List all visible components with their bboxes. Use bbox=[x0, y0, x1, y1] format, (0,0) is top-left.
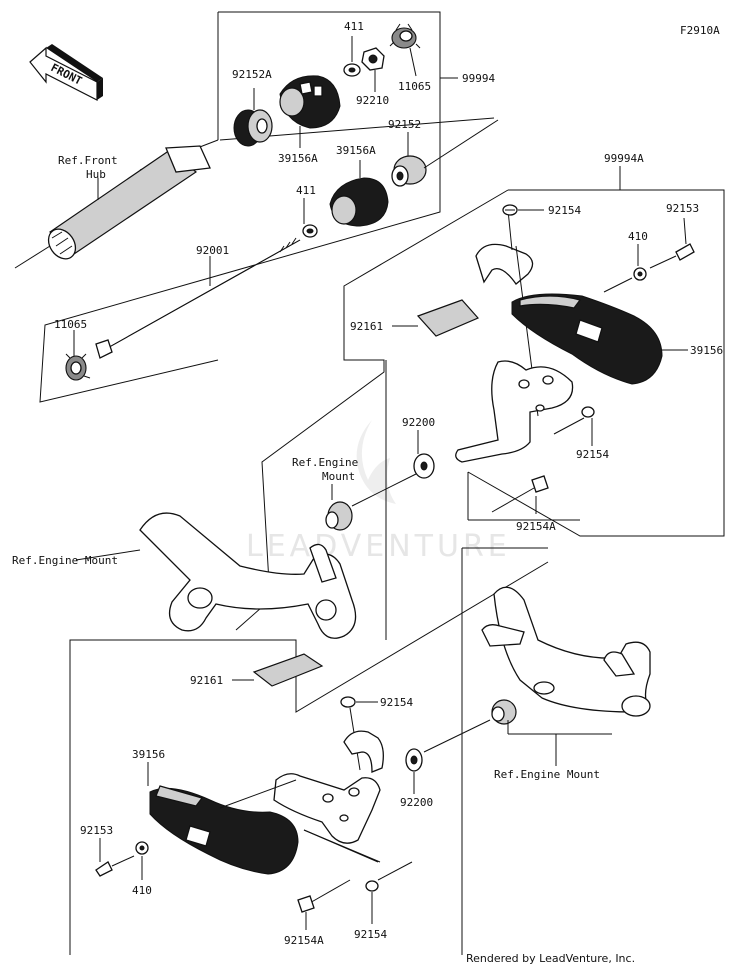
bolt-92154A-lower bbox=[297, 829, 381, 930]
decal-92161-lower bbox=[232, 653, 324, 687]
screw-92154-bottom bbox=[365, 861, 413, 924]
decal-92161-upper bbox=[392, 299, 480, 337]
label-39156-left: 39156 bbox=[132, 748, 165, 761]
label-92210: 92210 bbox=[356, 94, 389, 107]
label-92154-mid: 92154 bbox=[576, 448, 609, 461]
label-99994A: 99994A bbox=[604, 152, 644, 165]
engine-mount-frame-left bbox=[75, 512, 357, 639]
label-ref-front-hub-2: Hub bbox=[86, 168, 106, 181]
label-92154A-lower: 92154A bbox=[284, 934, 324, 947]
label-11065-left: 11065 bbox=[54, 318, 87, 331]
front-hub-axle bbox=[14, 117, 495, 269]
label-92161-upper: 92161 bbox=[350, 320, 383, 333]
mounting-plate-lower bbox=[273, 773, 381, 844]
guard-39156-right bbox=[511, 293, 688, 385]
label-92001: 92001 bbox=[196, 244, 229, 257]
label-11065-top: 11065 bbox=[398, 80, 431, 93]
bolt-92001 bbox=[95, 237, 301, 359]
credit-text: Rendered by LeadVenture, Inc. bbox=[466, 952, 635, 965]
washer-411-mid bbox=[302, 198, 318, 238]
label-ref-engine-mount-lower: Ref.Engine Mount bbox=[494, 768, 600, 781]
part-labels: 411 11065 92210 92152A 99994 39156A 3915… bbox=[12, 20, 723, 947]
label-92200-upper: 92200 bbox=[402, 416, 435, 429]
spacer-92152 bbox=[391, 119, 499, 187]
label-92154A-upper: 92154A bbox=[516, 520, 556, 533]
watermark: LEADVENTURE bbox=[246, 420, 511, 564]
label-411-top: 411 bbox=[344, 20, 364, 33]
screw-92154-mid bbox=[553, 406, 595, 446]
watermark-text: LEADVENTURE bbox=[246, 529, 511, 564]
slider-cap-39156A-left bbox=[279, 75, 341, 148]
cap-11065-top bbox=[389, 23, 421, 77]
guard-39156-left bbox=[147, 762, 299, 875]
label-92161-lower: 92161 bbox=[190, 674, 223, 687]
bolt-92154A-upper bbox=[491, 475, 549, 514]
label-92200-lower: 92200 bbox=[400, 796, 433, 809]
label-92152A: 92152A bbox=[232, 68, 272, 81]
nut-92210 bbox=[361, 47, 385, 92]
spacer-92152A bbox=[233, 88, 273, 147]
label-ref-engine-mount-upper-1: Ref.Engine bbox=[292, 456, 358, 469]
bolt-92153-left bbox=[95, 838, 135, 877]
label-92154-bottom: 92154 bbox=[354, 928, 387, 941]
label-92154-top: 92154 bbox=[548, 204, 581, 217]
washer-411-top bbox=[343, 36, 361, 77]
washer-410-left bbox=[135, 841, 149, 880]
label-92153-right: 92153 bbox=[666, 202, 699, 215]
front-arrow-icon: FRONT bbox=[29, 44, 103, 101]
clamp-bracket-lower bbox=[343, 730, 384, 773]
mounting-plate-upper bbox=[455, 360, 574, 463]
bolt-92153-right bbox=[649, 217, 695, 269]
label-39156-right: 39156 bbox=[690, 344, 723, 357]
label-411-mid: 411 bbox=[296, 184, 316, 197]
label-92154-lower: 92154 bbox=[380, 696, 413, 709]
label-410-left: 410 bbox=[132, 884, 152, 897]
engine-mount-bushing-lower bbox=[423, 699, 612, 766]
spacer-92200-lower bbox=[405, 748, 423, 794]
label-ref-front-hub-1: Ref.Front bbox=[58, 154, 118, 167]
label-ref-engine-mount-left: Ref.Engine Mount bbox=[12, 554, 118, 567]
label-ref-engine-mount-upper-2: Mount bbox=[322, 470, 355, 483]
cap-11065-left bbox=[65, 330, 91, 381]
label-99994: 99994 bbox=[462, 72, 495, 85]
engine-mount-frame-right bbox=[481, 586, 651, 717]
label-410-right: 410 bbox=[628, 230, 648, 243]
label-39156A-right: 39156A bbox=[336, 144, 376, 157]
slider-cap-39156A-right bbox=[329, 160, 389, 227]
washer-410-right bbox=[603, 244, 647, 293]
spacer-92200-upper bbox=[351, 430, 435, 507]
label-92153-left: 92153 bbox=[80, 824, 113, 837]
screw-92154-lower bbox=[340, 696, 378, 771]
label-92152: 92152 bbox=[388, 118, 421, 131]
engine-mount-bushing-upper bbox=[325, 484, 353, 531]
diagram-code: F2910A bbox=[680, 24, 720, 37]
frame-guard-kit-lower bbox=[69, 360, 549, 955]
label-39156A-left: 39156A bbox=[278, 152, 318, 165]
screw-92154-top bbox=[502, 204, 544, 216]
